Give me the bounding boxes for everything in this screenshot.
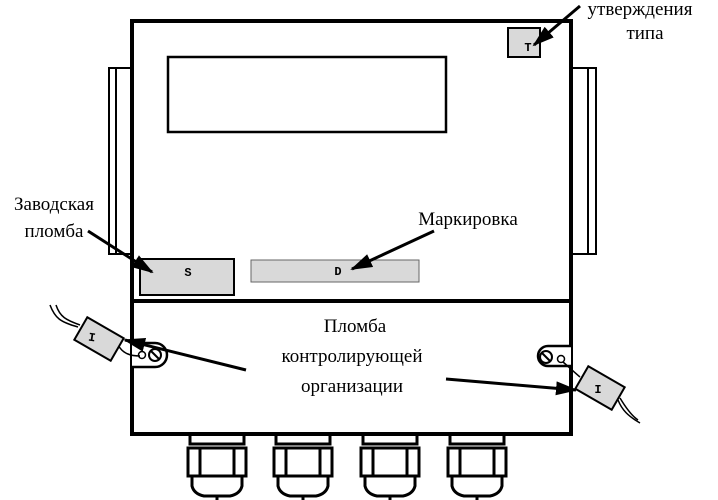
screw-icon: [539, 350, 553, 364]
type-approval-arrow: [532, 4, 581, 47]
cable-gland: [186, 436, 248, 500]
cable-gland: [359, 436, 421, 500]
marking-label: Маркировка: [418, 209, 518, 230]
type-approval-label-line1: утверждения: [588, 0, 693, 20]
cable-gland: [446, 436, 508, 500]
marking-code: D: [334, 265, 341, 279]
right-inspector-seal: I: [562, 361, 641, 424]
factory-seal: S: [139, 258, 235, 296]
factory-seal-arrow: [87, 229, 154, 274]
inspector-seal-label-line3: организации: [301, 376, 403, 397]
right-mounting-bracket: [570, 67, 597, 255]
marking-plate: D: [250, 259, 420, 283]
factory-seal-label-line2: пломба: [25, 221, 84, 242]
inspector-seal-arrow-left: [123, 338, 247, 372]
factory-seal-label-line1: Заводская: [14, 194, 94, 215]
inspector-seal-label-line1: Пломба: [324, 316, 387, 337]
right-inspector-seal-code: I: [594, 383, 601, 397]
right-seal-lug: [536, 344, 571, 368]
left-inspector-seal-code: I: [87, 331, 96, 346]
left-inspector-seal: I: [49, 304, 141, 363]
inspector-seal-arrow-right: [445, 377, 578, 396]
display-window: [166, 55, 448, 134]
factory-seal-code: S: [184, 266, 191, 280]
cable-gland: [272, 436, 334, 500]
marking-arrow: [350, 229, 435, 271]
cable-glands: [186, 436, 508, 500]
type-approval-code: T: [524, 41, 531, 55]
type-approval-label-line2: типа: [626, 23, 664, 44]
left-mounting-bracket: [108, 67, 134, 255]
inspector-seal-label-line2: контролирующей: [281, 346, 422, 367]
screw-icon: [148, 348, 162, 362]
